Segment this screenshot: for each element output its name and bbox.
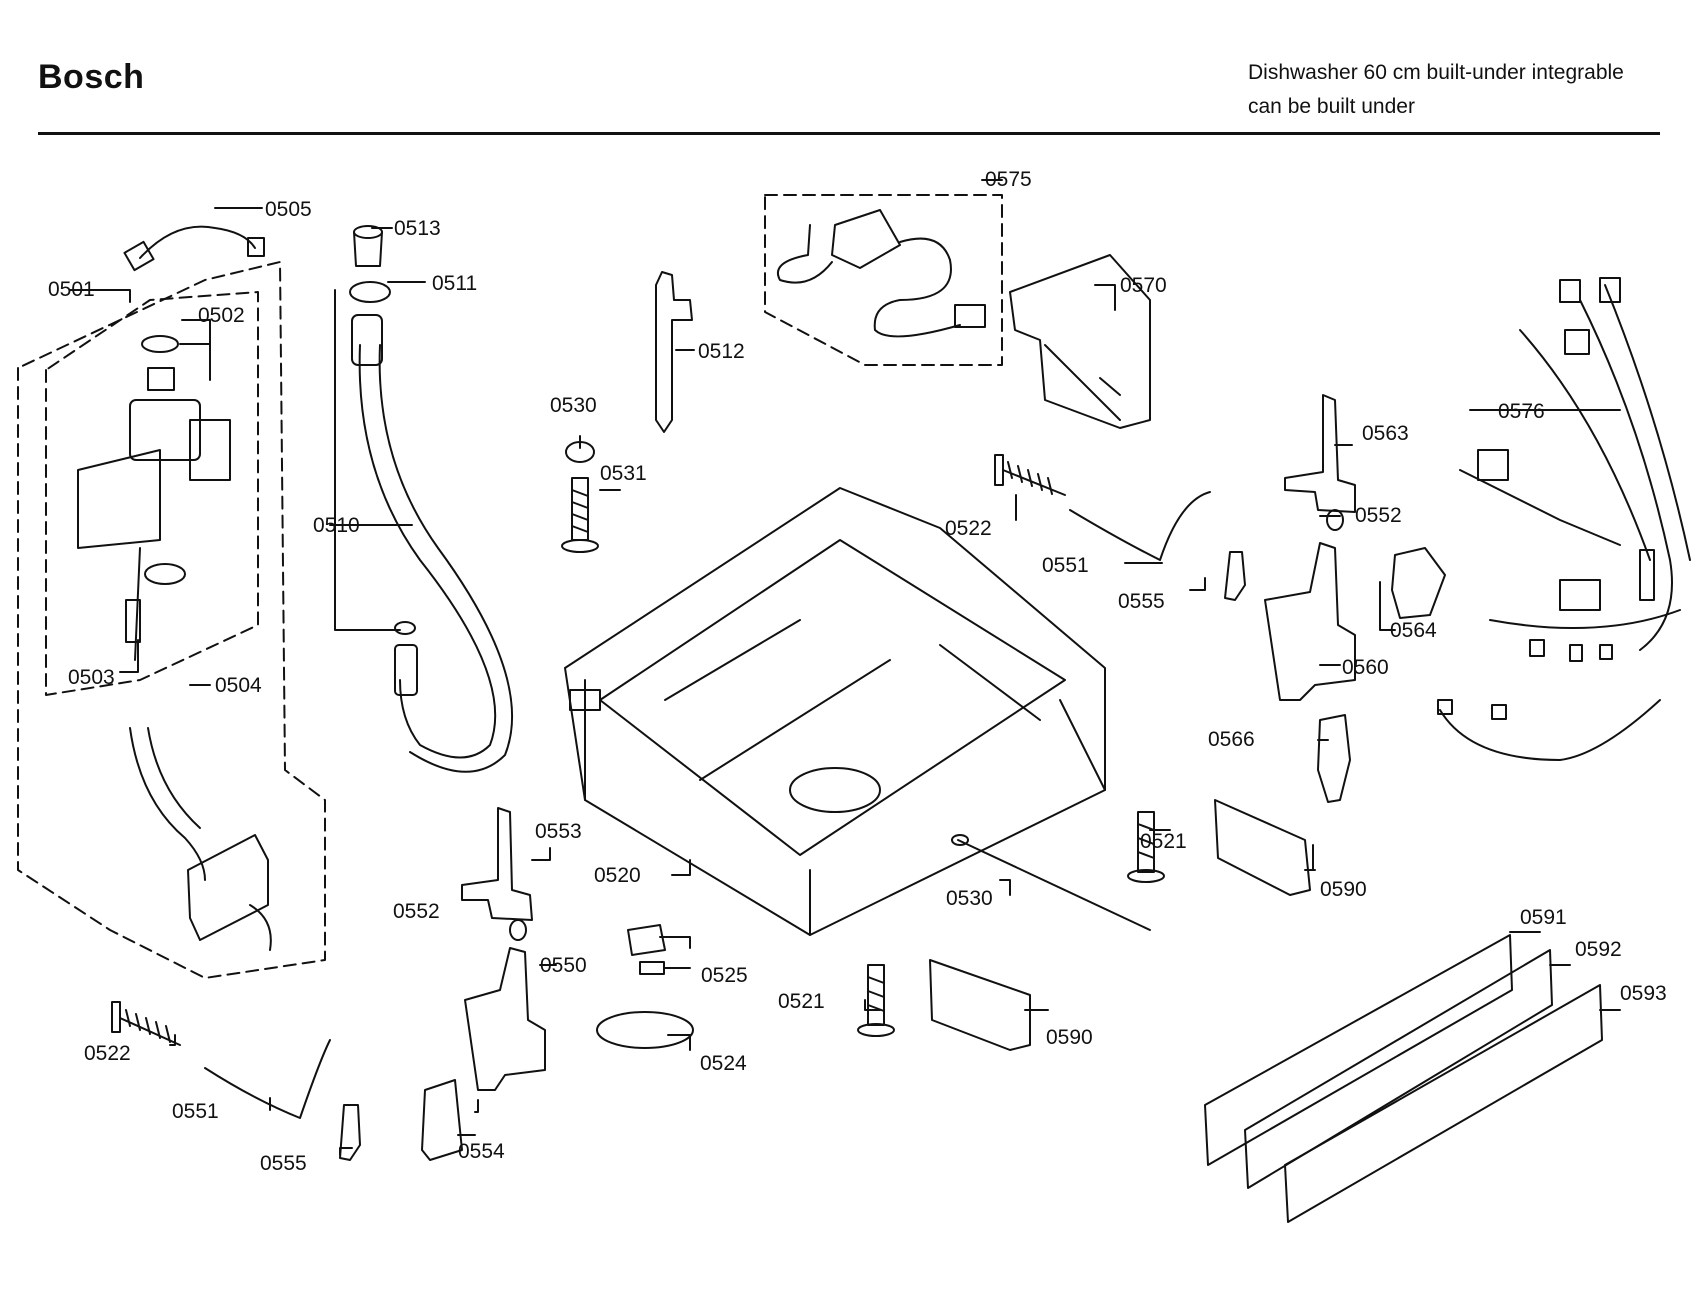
callout-0591: 0591 bbox=[1520, 906, 1567, 929]
callout-0553: 0553 bbox=[535, 820, 582, 843]
spring-part-1 bbox=[994, 454, 1066, 496]
callout-0555-left: 0555 bbox=[260, 1152, 307, 1175]
clip-part-0525 bbox=[627, 924, 666, 956]
sleeve-part bbox=[353, 225, 383, 267]
model-description: Dishwasher 60 cm built-under integrable … bbox=[1248, 56, 1624, 124]
disc-part bbox=[596, 1011, 694, 1049]
callout-0530-top: 0530 bbox=[550, 394, 597, 417]
connector-part-1 bbox=[1224, 551, 1246, 601]
callout-0512: 0512 bbox=[698, 340, 745, 363]
callout-0564: 0564 bbox=[1390, 619, 1437, 642]
callout-0566: 0566 bbox=[1208, 728, 1255, 751]
base-tub-part bbox=[564, 487, 1106, 936]
callout-0552-left: 0552 bbox=[393, 900, 440, 923]
clip-part-2 bbox=[509, 919, 527, 941]
callout-0521-mid: 0521 bbox=[778, 990, 825, 1013]
panel-part-0591 bbox=[1204, 934, 1513, 1166]
drain-hose-part bbox=[351, 314, 514, 773]
callout-0592: 0592 bbox=[1575, 938, 1622, 961]
door-cable-part-0530 bbox=[957, 839, 1151, 931]
callout-0520: 0520 bbox=[594, 864, 641, 887]
callout-0505: 0505 bbox=[265, 198, 312, 221]
clip-small-part bbox=[639, 961, 665, 975]
spring-part-2 bbox=[111, 1001, 181, 1046]
connector-part-2 bbox=[339, 1104, 361, 1161]
brand-title: Bosch bbox=[38, 58, 145, 96]
hinge-cover-part bbox=[421, 1079, 463, 1161]
callout-0501: 0501 bbox=[48, 278, 95, 301]
callout-0575: 0575 bbox=[985, 168, 1032, 191]
sensor-part bbox=[1317, 714, 1351, 803]
circulation-pump-part bbox=[777, 209, 986, 338]
callout-0576: 0576 bbox=[1498, 400, 1545, 423]
callout-0504: 0504 bbox=[215, 674, 262, 697]
wiring-harness-part bbox=[1437, 277, 1691, 761]
door-cable-part-1 bbox=[1069, 491, 1211, 561]
hinge-part-0563 bbox=[1284, 394, 1356, 513]
foot-screw-part-1 bbox=[1127, 811, 1165, 883]
bracket-part-0550 bbox=[464, 947, 546, 1091]
callout-0552-right: 0552 bbox=[1355, 504, 1402, 527]
control-module-part bbox=[1009, 254, 1151, 429]
panel-part-0593 bbox=[1284, 984, 1603, 1223]
callout-0510: 0510 bbox=[313, 514, 360, 537]
callout-0503: 0503 bbox=[68, 666, 115, 689]
callout-0590-right: 0590 bbox=[1320, 878, 1367, 901]
callout-0550: 0550 bbox=[540, 954, 587, 977]
callout-0570: 0570 bbox=[1120, 274, 1167, 297]
callout-0530-mid: 0530 bbox=[946, 887, 993, 910]
clip-part-1 bbox=[1326, 509, 1344, 531]
callout-0502: 0502 bbox=[198, 304, 245, 327]
hose-clamp-part bbox=[349, 281, 391, 303]
door-cable-part-2 bbox=[204, 1039, 331, 1119]
callout-0551-right: 0551 bbox=[1042, 554, 1089, 577]
callout-0513: 0513 bbox=[394, 217, 441, 240]
terminal-block-part bbox=[1391, 547, 1446, 619]
callout-0522-right: 0522 bbox=[945, 517, 992, 540]
cover-part-2 bbox=[929, 959, 1031, 1051]
description-line-1: Dishwasher 60 cm built-under integrable bbox=[1248, 61, 1624, 84]
callout-0525: 0525 bbox=[701, 964, 748, 987]
inlet-assembly-outline bbox=[17, 261, 326, 979]
hinge-part-0553 bbox=[461, 807, 533, 921]
callout-0590-mid: 0590 bbox=[1046, 1026, 1093, 1049]
callout-0524: 0524 bbox=[700, 1052, 747, 1075]
inlet-valve-outline bbox=[45, 291, 259, 696]
callout-0593: 0593 bbox=[1620, 982, 1667, 1005]
callout-0522-left: 0522 bbox=[84, 1042, 131, 1065]
callout-0521-right: 0521 bbox=[1140, 830, 1187, 853]
cover-part-1 bbox=[1214, 799, 1311, 896]
description-line-2: can be built under bbox=[1248, 95, 1415, 118]
callout-0551-left: 0551 bbox=[172, 1100, 219, 1123]
screw-part-0531 bbox=[561, 477, 599, 553]
leveling-rod-part bbox=[655, 271, 693, 433]
header-rule bbox=[38, 132, 1660, 135]
callout-0511: 0511 bbox=[432, 272, 477, 295]
pump-group-outline bbox=[764, 194, 1003, 366]
aquastop-hose-part bbox=[129, 727, 272, 951]
callout-0560: 0560 bbox=[1342, 656, 1389, 679]
callout-0554: 0554 bbox=[458, 1140, 505, 1163]
callout-0555-right: 0555 bbox=[1118, 590, 1165, 613]
inlet-valve-part bbox=[77, 335, 231, 661]
callout-0531: 0531 bbox=[600, 462, 647, 485]
foot-screw-part-2 bbox=[857, 964, 895, 1037]
panel-part-0592 bbox=[1244, 949, 1553, 1189]
inlet-hose-part bbox=[123, 225, 265, 272]
bracket-part-0560 bbox=[1264, 542, 1356, 701]
callout-0563: 0563 bbox=[1362, 422, 1409, 445]
